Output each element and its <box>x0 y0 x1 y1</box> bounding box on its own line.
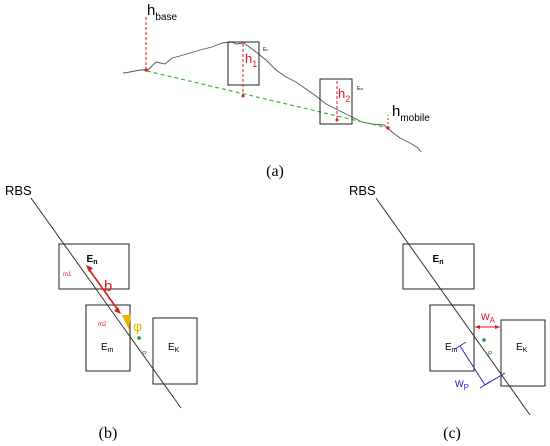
building-em <box>319 78 353 125</box>
wp-ext-line <box>484 372 506 386</box>
h1-point <box>241 94 245 98</box>
en-label: En <box>87 254 98 266</box>
caption-b: (b) <box>99 425 118 442</box>
m2-label: m2 <box>98 322 107 328</box>
building-ek <box>152 317 198 385</box>
ek-label: EK <box>168 342 180 354</box>
phi-label: φ <box>133 318 142 334</box>
building-en <box>58 243 130 290</box>
wp-tick-top <box>454 341 467 350</box>
rbs-label: RBS <box>349 183 376 198</box>
building-em <box>85 304 131 372</box>
b-label: b <box>104 278 112 295</box>
p-point <box>482 338 486 342</box>
panel-b: RBS En Em EK b m1 m2 φ P (b) <box>5 183 198 442</box>
h1-label: h1 <box>245 51 257 69</box>
building-em-label: Eₘ <box>357 86 363 92</box>
mobile-point <box>386 126 390 130</box>
panel-a: hbase Eₙ h1 Eₘ h2 hmobile (a) <box>122 2 430 180</box>
h-base-label: hbase <box>147 2 177 23</box>
p-point <box>137 336 141 340</box>
building-ek <box>500 319 546 387</box>
h2-point <box>335 118 339 122</box>
panel-c: RBS En Em EK wA wP P (c) <box>349 183 546 442</box>
em-label: Em <box>445 342 458 354</box>
rbs-label: RBS <box>5 183 32 198</box>
caption-a: (a) <box>266 163 284 180</box>
en-label: En <box>433 254 444 266</box>
p-label: P <box>142 351 147 358</box>
phi-angle-wedge <box>122 315 131 330</box>
building-en-label: Eₙ <box>263 47 268 53</box>
caption-c: (c) <box>443 425 461 442</box>
p-label: P <box>488 351 493 358</box>
h-mobile-label: hmobile <box>392 103 430 124</box>
rbs-line <box>375 197 531 416</box>
wp-dimension <box>459 345 486 386</box>
building-en <box>402 243 475 290</box>
wa-label: wA <box>480 309 496 325</box>
wa-arrow-right <box>495 325 500 329</box>
rbs-line <box>30 197 182 409</box>
m1-label: m1 <box>63 272 72 278</box>
wa-arrow-left <box>475 325 480 329</box>
terrain-profile <box>122 41 422 153</box>
b-arrow <box>87 267 119 311</box>
wp-label: wP <box>454 376 469 392</box>
ek-label: EK <box>516 342 528 354</box>
base-point <box>144 68 148 72</box>
b-arrow-head-top <box>86 265 93 272</box>
em-label: Em <box>101 342 114 354</box>
b-arrow-head-bottom <box>114 307 121 314</box>
line-of-sight <box>146 70 389 129</box>
h2-label: h2 <box>338 86 350 104</box>
building-em <box>429 304 475 372</box>
